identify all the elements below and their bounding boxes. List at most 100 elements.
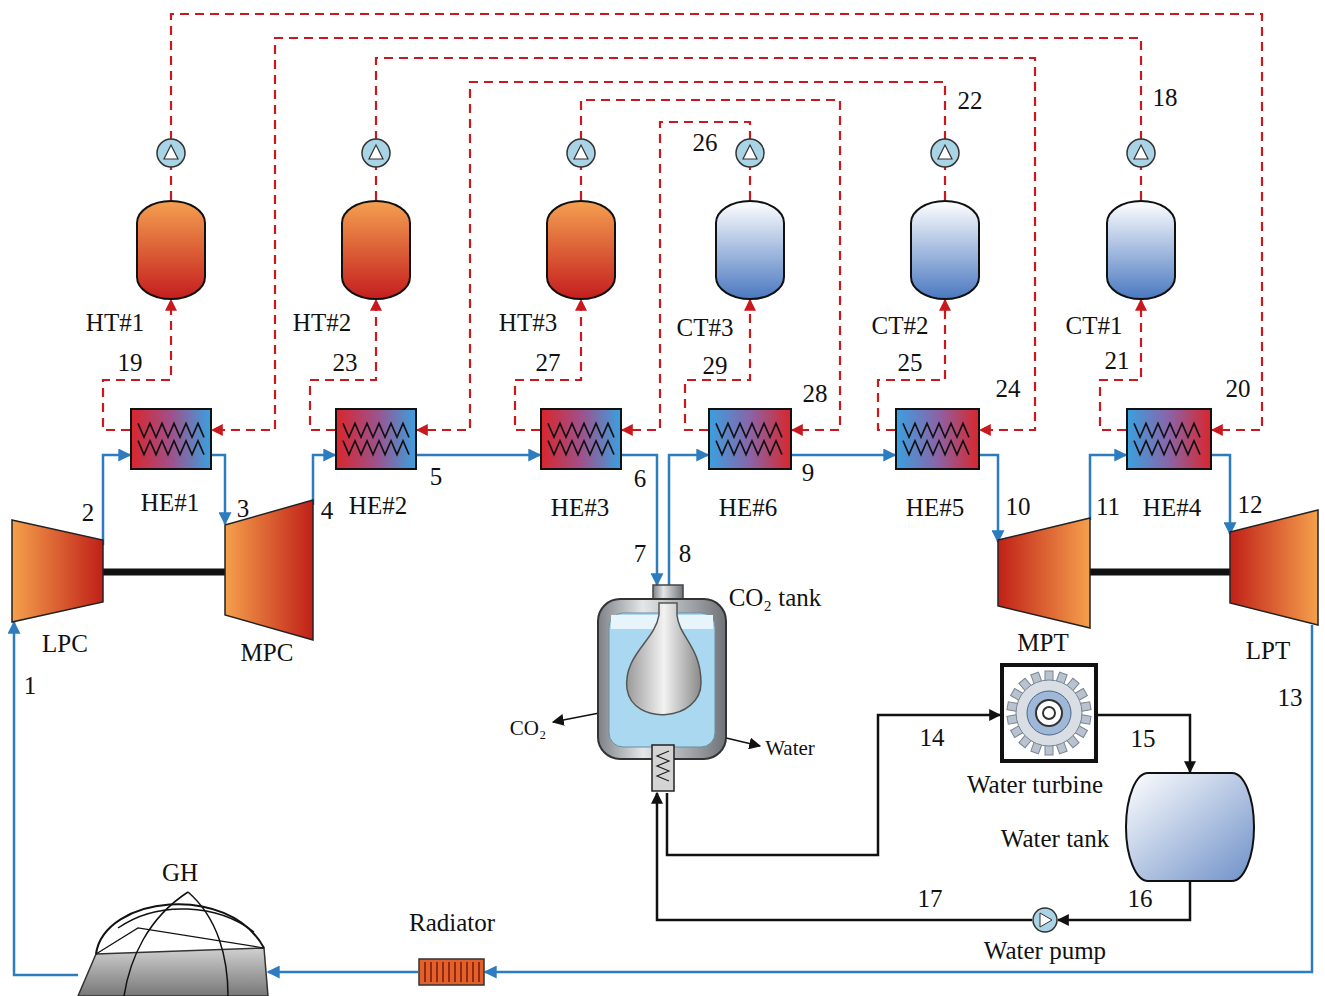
co2-pipe <box>268 971 418 974</box>
component-label: HE#4 <box>1143 495 1201 520</box>
water-pump-shape <box>1032 907 1058 933</box>
part-label: Water <box>765 738 815 759</box>
heat-exchanger: HE#1 <box>130 408 212 470</box>
callout-number: 9 <box>802 460 815 485</box>
water-pipe <box>1058 882 1190 920</box>
heat-exchanger: HE#2 <box>335 408 417 470</box>
callout-number: 15 <box>1131 726 1156 751</box>
co2-pipe <box>792 454 895 457</box>
callout-number: 27 <box>536 350 561 375</box>
component-label: HE#6 <box>719 495 777 520</box>
compressor-shape <box>12 520 103 622</box>
heat-transfer-loop <box>376 58 1035 430</box>
heat-transfer-loop <box>581 100 840 430</box>
callout-number: 8 <box>679 541 692 566</box>
callout-number: 3 <box>237 496 250 521</box>
co2-pipe <box>622 455 657 585</box>
co2-pipe <box>417 454 540 457</box>
component-label: Radiator <box>409 910 495 935</box>
co2-tank: CO₂ tank <box>597 585 727 793</box>
component-label: CT#2 <box>872 313 929 338</box>
callout-number: 14 <box>920 725 945 750</box>
callout-number: 22 <box>958 88 983 113</box>
pump-symbol <box>567 139 595 167</box>
callout-number: 2 <box>82 500 95 525</box>
callout-number: 7 <box>634 541 647 566</box>
cold-tank-shape <box>1106 200 1176 300</box>
component-label: CT#1 <box>1066 313 1123 338</box>
heat-exchanger-shape <box>130 408 212 470</box>
component-label: HE#5 <box>906 495 964 520</box>
pump-symbol <box>362 139 390 167</box>
callout-number: 23 <box>333 350 358 375</box>
heat-exchanger-shape <box>708 408 792 470</box>
component-label: CO₂ tank <box>729 585 822 610</box>
callout-number: 21 <box>1105 348 1130 373</box>
co2-pipe <box>1212 455 1230 534</box>
callout-number: 5 <box>430 464 443 489</box>
part-label: CO₂ <box>510 718 547 739</box>
hot-tank: HT#3 <box>546 200 616 300</box>
component-label: Water pump <box>984 938 1106 963</box>
callout-number: 28 <box>803 381 828 406</box>
compressor: MPC <box>225 500 313 640</box>
greenhouse-shape <box>78 888 268 996</box>
heat-exchanger-shape <box>895 408 980 470</box>
compressor: LPC <box>12 520 103 622</box>
water-pipe <box>1098 715 1190 772</box>
heat-exchanger: HE#5 <box>895 408 980 470</box>
callout-number: 19 <box>118 350 143 375</box>
component-label: Water turbine <box>967 772 1103 797</box>
cold-tank-shape <box>910 200 980 300</box>
callout-number: 12 <box>1238 492 1263 517</box>
co2-pipe <box>14 622 78 975</box>
heat-exchanger: HE#4 <box>1126 408 1212 470</box>
cold-tank: CT#1 <box>1106 200 1176 300</box>
water-turbine: Water turbine <box>1000 663 1098 763</box>
pump-symbol <box>931 139 959 167</box>
cold-tank-shape <box>715 200 785 300</box>
component-label: MPC <box>241 640 294 665</box>
component-label: HE#3 <box>551 495 609 520</box>
component-label: Water tank <box>1001 826 1109 851</box>
component-label: LPC <box>42 631 88 656</box>
heat-transfer-loop <box>212 38 1141 430</box>
component-label: GH <box>162 860 198 885</box>
radiator: Radiator <box>418 958 485 986</box>
component-label: CT#3 <box>677 315 734 340</box>
callout-number: 10 <box>1006 494 1031 519</box>
water-tank: Water tank <box>1125 772 1255 882</box>
component-label: HT#3 <box>499 310 557 335</box>
hot-tank-shape <box>546 200 616 300</box>
water-tank-shape <box>1125 772 1255 882</box>
radiator-shape <box>418 958 485 986</box>
callout-number: 1 <box>24 673 37 698</box>
co2-pipe <box>212 455 225 524</box>
hot-tank-shape <box>136 200 206 300</box>
co2-pipe <box>103 455 130 545</box>
callout-number: 4 <box>321 498 334 523</box>
callout-number: 24 <box>996 376 1021 401</box>
component-label: HT#1 <box>86 310 144 335</box>
heat-exchanger: HE#6 <box>708 408 792 470</box>
callout-number: 16 <box>1128 886 1153 911</box>
co2-tank-shape <box>597 585 727 793</box>
cold-tank: CT#3 <box>715 200 785 300</box>
component-label: MPT <box>1017 630 1068 655</box>
co2-pipe <box>669 455 708 585</box>
water-turbine-shape <box>1000 663 1098 763</box>
heat-exchanger-shape <box>1126 408 1212 470</box>
water-pipe <box>657 793 1032 920</box>
component-label: LPT <box>1246 638 1290 663</box>
compressor-shape <box>225 500 313 640</box>
callout-number: 25 <box>898 350 923 375</box>
callout-number: 18 <box>1153 85 1178 110</box>
heat-exchanger: HE#3 <box>540 408 622 470</box>
heat-transfer-loop <box>171 14 1262 430</box>
co2-pipe <box>1090 455 1126 520</box>
hot-tank-shape <box>341 200 411 300</box>
callout-number: 26 <box>693 130 718 155</box>
heat-transfer-loop <box>417 82 945 430</box>
turbine: MPT <box>998 518 1090 628</box>
water-pump: Water pump <box>1032 907 1058 933</box>
